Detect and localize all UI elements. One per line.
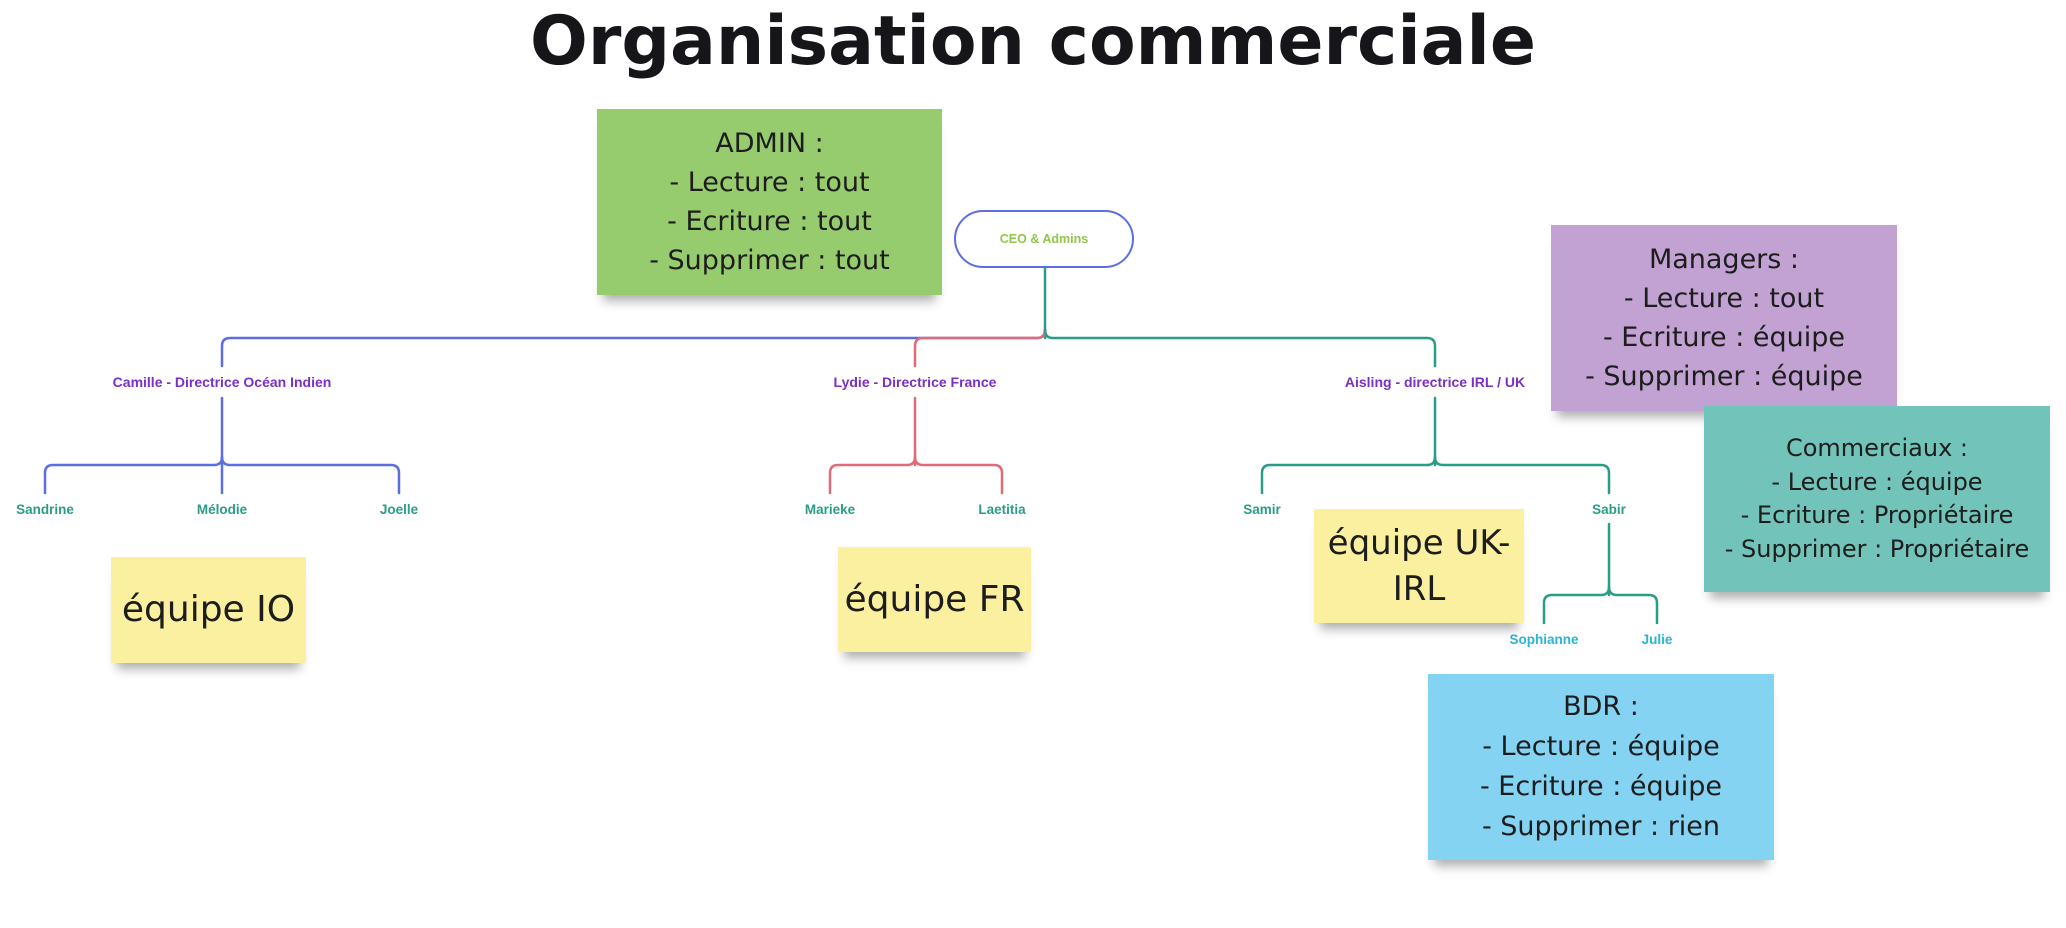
note-line: - Lecture : tout [669, 167, 870, 198]
note-line: BDR : [1563, 691, 1639, 722]
connector-lydie-marieke [828, 455, 917, 495]
note-line: ADMIN : [715, 128, 824, 159]
note-line: - Ecriture : tout [667, 206, 872, 237]
note-line: - Supprimer : équipe [1585, 361, 1863, 392]
connector-aisling-samir [1260, 455, 1437, 495]
node-sabir[interactable]: Sabir [1592, 502, 1626, 517]
note-line: - Lecture : équipe [1771, 467, 1983, 496]
node-marieke[interactable]: Marieke [804, 502, 856, 517]
node-samir[interactable]: Samir [1243, 502, 1281, 517]
sticky-note-equipe-fr[interactable]: équipe FR [838, 547, 1031, 652]
note-line: IRL [1392, 569, 1446, 609]
node-camille[interactable]: Camille - Directrice Océan Indien [112, 374, 332, 390]
node-lydie[interactable]: Lydie - Directrice France [833, 374, 997, 390]
note-line: Commerciaux : [1785, 434, 1968, 462]
note-line: - Supprimer : Propriétaire [1724, 534, 2030, 563]
node-melodie[interactable]: Mélodie [196, 502, 248, 517]
page-title: Organisation commerciale [530, 2, 1536, 81]
note-line: - Lecture : équipe [1482, 731, 1720, 762]
note-line: équipe FR [844, 578, 1025, 620]
sticky-note-bdr[interactable]: BDR : - Lecture : équipe - Ecriture : éq… [1428, 674, 1774, 860]
sticky-note-managers[interactable]: Managers : - Lecture : tout - Ecriture :… [1551, 225, 1897, 411]
sticky-note-admin[interactable]: ADMIN : - Lecture : tout - Ecriture : to… [597, 109, 942, 295]
node-laetitia[interactable]: Laetitia [978, 502, 1026, 517]
note-line: équipe IO [121, 589, 296, 630]
connector-sabir-sophianne [1542, 585, 1611, 625]
node-julie[interactable]: Julie [1641, 632, 1673, 647]
note-line: - Supprimer : tout [649, 245, 890, 276]
note-line: - Lecture : tout [1623, 283, 1825, 314]
connector-lydie-laetitia [913, 455, 1004, 495]
connector-aisling-sabir [1433, 455, 1611, 495]
sticky-note-equipe-uk-irl[interactable]: équipe UK- IRL [1314, 509, 1524, 623]
connector-root-camille [220, 328, 1047, 368]
node-joelle[interactable]: Joelle [379, 502, 419, 517]
connector-camille-sandrine [43, 455, 224, 495]
node-aisling[interactable]: Aisling - directrice IRL / UK [1344, 374, 1526, 390]
connector-root-aisling [1043, 328, 1437, 368]
note-line: - Ecriture : équipe [1602, 322, 1846, 353]
connector-sabir-julie [1607, 585, 1659, 625]
connector-root-lydie [913, 328, 1047, 368]
sticky-note-equipe-io[interactable]: équipe IO [111, 557, 306, 663]
root-node-ceo-admins[interactable]: CEO & Admins [954, 210, 1134, 268]
note-line: - Supprimer : rien [1481, 811, 1721, 842]
sticky-note-commerciaux[interactable]: Commerciaux : - Lecture : équipe - Ecrit… [1704, 406, 2050, 592]
note-line: Managers : [1648, 244, 1800, 275]
note-line: - Ecriture : équipe [1479, 771, 1723, 802]
note-line: - Ecriture : Propriétaire [1740, 501, 2014, 529]
connector-camille-joelle [220, 455, 401, 495]
note-line: équipe UK- [1327, 523, 1511, 563]
node-sandrine[interactable]: Sandrine [16, 502, 74, 517]
node-sophianne[interactable]: Sophianne [1509, 632, 1579, 647]
